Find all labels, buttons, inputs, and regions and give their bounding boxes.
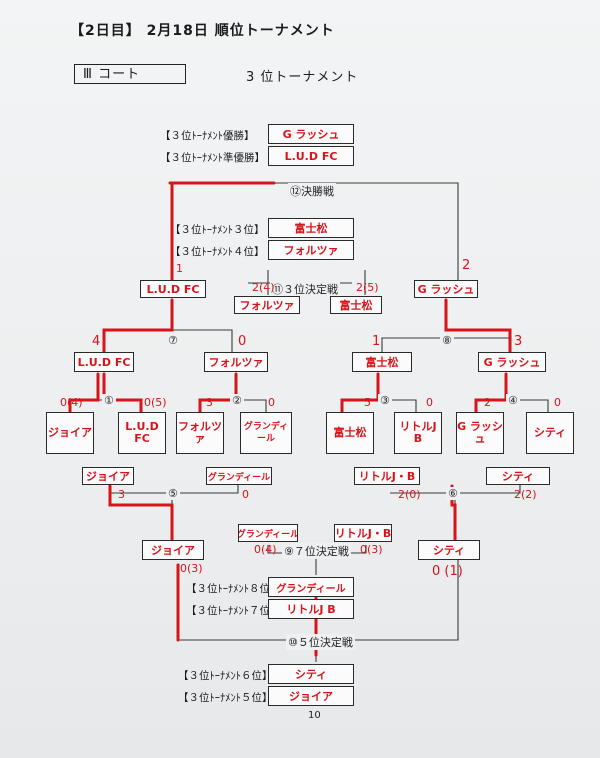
- match-number: ④: [506, 394, 520, 407]
- standing-label: 【３位ﾄｰﾅﾒﾝﾄ４位】: [170, 246, 265, 258]
- match-number: ⑥: [446, 487, 460, 500]
- match-score: 5: [364, 396, 371, 409]
- match-score: 3: [206, 396, 213, 409]
- final-match-label: ⑫決勝戦: [288, 183, 336, 199]
- fifth-score-right: 0 (1): [432, 564, 463, 579]
- r1-team: リトルJ B: [394, 412, 442, 454]
- fifth-score-left: 0(3): [180, 562, 203, 575]
- final-score-left: 1: [176, 262, 183, 275]
- third-score-right: 2(5): [356, 281, 379, 294]
- standing-label: 【３位ﾄｰﾅﾒﾝﾄ６位】: [178, 670, 273, 682]
- qf-loser-team: リトルJ・B: [354, 467, 420, 485]
- seventh-place-team: リトルJ B: [268, 599, 354, 619]
- match-score: 1: [372, 334, 381, 349]
- match-score: 0: [554, 396, 561, 409]
- standing-label: 【３位ﾄｰﾅﾒﾝﾄ３位】: [170, 224, 265, 236]
- qf-loser-team: グランディール: [206, 467, 272, 485]
- r1-team: G ラッシュ: [456, 412, 504, 454]
- page-number: 10: [308, 710, 321, 721]
- match-number: ⑤: [166, 487, 180, 500]
- third-place-team: 富士松: [268, 218, 354, 238]
- seventh-playoff-team: リトルJ・B: [334, 524, 392, 542]
- match-score: 2(0): [398, 488, 421, 501]
- third-place-match-label: ⑪３位決定戦: [270, 281, 340, 297]
- standing-label: 【３位ﾄｰﾅﾒﾝﾄ７位】: [186, 605, 281, 617]
- match-score: 2(2): [514, 488, 537, 501]
- match-score: 2: [484, 396, 491, 409]
- qf-team: 富士松: [352, 352, 412, 372]
- match-score: 4: [92, 334, 101, 349]
- match-score: 0: [426, 396, 433, 409]
- fifth-place-team: ジョイア: [268, 686, 354, 706]
- qf-loser-team: ジョイア: [82, 467, 134, 485]
- seventh-score-right: 0(3): [360, 543, 383, 556]
- court-label: Ⅲ コート: [74, 64, 186, 84]
- champion-team: G ラッシュ: [268, 124, 354, 144]
- standing-label: 【３位ﾄｰﾅﾒﾝﾄ５位】: [178, 692, 273, 704]
- final-score-right: 2: [462, 258, 471, 273]
- match-number: ②: [230, 394, 244, 407]
- qf-team: フォルツァ: [204, 352, 268, 372]
- match-score: 0: [238, 334, 247, 349]
- sixth-place-team: シティ: [268, 664, 354, 684]
- semifinal-loser-team: フォルツァ: [234, 296, 300, 314]
- third-score-left: 2(4): [252, 281, 275, 294]
- match-score: 0: [268, 396, 275, 409]
- finalist-team: G ラッシュ: [414, 280, 478, 298]
- standing-label: 【３位ﾄｰﾅﾒﾝﾄ優勝】: [160, 130, 255, 142]
- runner-up-team: L.U.D FC: [268, 146, 354, 166]
- match-score: 0(4): [60, 396, 83, 409]
- match-score: 0(5): [144, 396, 167, 409]
- match-score: 0: [242, 488, 249, 501]
- match-score: 3: [118, 488, 125, 501]
- r1-team: フォルツァ: [176, 412, 224, 454]
- r1-team: シティ: [526, 412, 574, 454]
- seventh-playoff-team: グランディール: [238, 524, 298, 542]
- standing-label: 【３位ﾄｰﾅﾒﾝﾄ準優勝】: [160, 152, 265, 164]
- fifth-match-label: ⑩５位決定戦: [286, 634, 355, 650]
- tournament-subtitle: 3 位トーナメント: [246, 70, 359, 85]
- seventh-score-left: 0(4): [254, 543, 277, 556]
- fifth-playoff-team: ジョイア: [142, 540, 204, 560]
- match-number: ①: [102, 394, 116, 407]
- qf-team: L.U.D FC: [74, 352, 134, 372]
- page-title: 【2日目】 2月18日 順位トーナメント: [70, 23, 335, 39]
- qf-loser-team: シティ: [486, 467, 550, 485]
- seventh-match-label: ⑨７位決定戦: [282, 543, 351, 559]
- fourth-place-team: フォルツァ: [268, 240, 354, 260]
- match-score: 3: [514, 334, 523, 349]
- r1-team: 富士松: [326, 412, 374, 454]
- eighth-place-team: グランディール: [268, 577, 354, 597]
- semifinal-loser-team: 富士松: [330, 296, 382, 314]
- r1-team: グランディール: [240, 412, 292, 454]
- fifth-playoff-team: シティ: [418, 540, 480, 560]
- qf-team: G ラッシュ: [478, 352, 546, 372]
- match-number: ⑧: [440, 334, 454, 347]
- standing-label: 【３位ﾄｰﾅﾒﾝﾄ８位】: [186, 583, 281, 595]
- match-number: ③: [378, 394, 392, 407]
- finalist-team: L.U.D FC: [140, 280, 206, 298]
- match-number: ⑦: [166, 334, 180, 347]
- r1-team: ジョイア: [46, 412, 94, 454]
- r1-team: L.U.D FC: [118, 412, 166, 454]
